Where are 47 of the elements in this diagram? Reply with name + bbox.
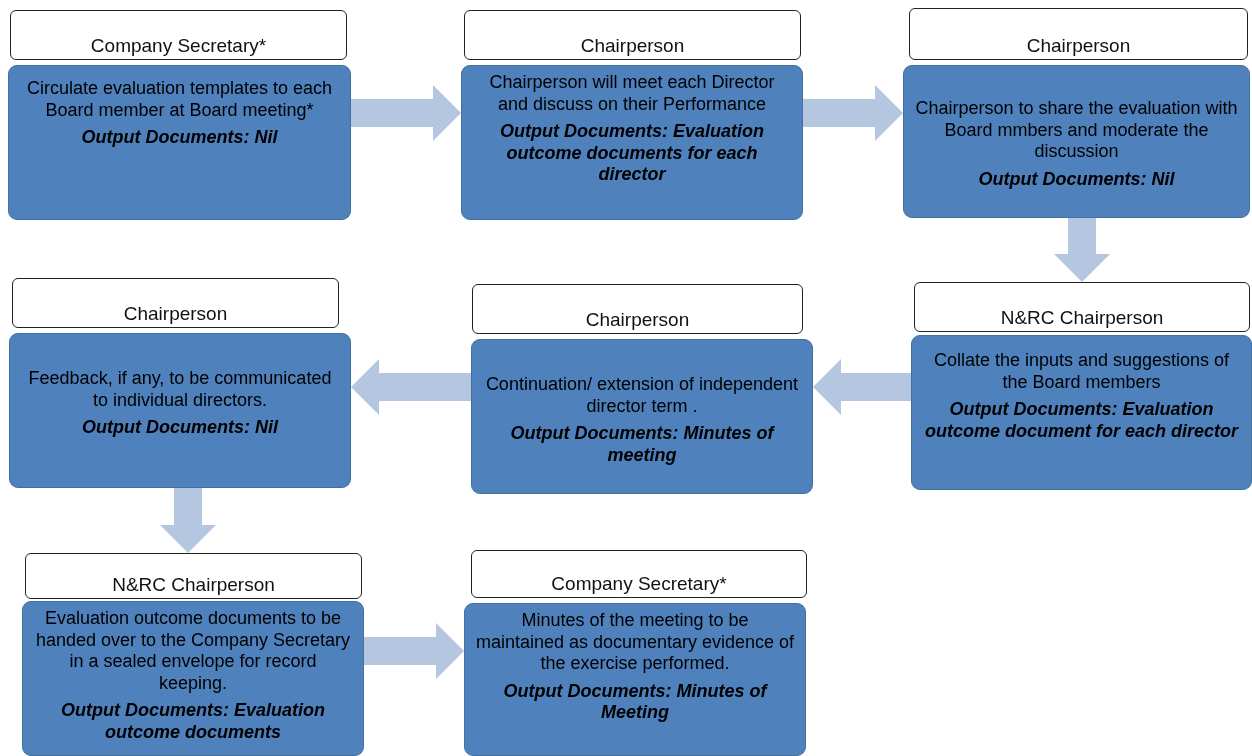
output-documents: Output Documents: Evaluation outcome documents for each director bbox=[499, 121, 765, 186]
output-documents: Output Documents: Evaluation outcome document for each director bbox=[923, 399, 1240, 443]
role-box bbox=[10, 10, 347, 60]
block-arrow bbox=[1054, 218, 1110, 282]
role-box bbox=[472, 284, 803, 334]
role-box bbox=[464, 10, 801, 60]
step-box bbox=[461, 65, 803, 220]
role-box bbox=[471, 550, 807, 598]
role-box bbox=[909, 8, 1248, 60]
role-title: Company Secretary* bbox=[90, 35, 267, 57]
output-documents: Output Documents: Nil bbox=[82, 417, 278, 439]
step-box bbox=[9, 333, 351, 488]
step-description: Feedback, if any, to be communicated to individual directors. bbox=[27, 368, 333, 412]
block-arrow bbox=[364, 623, 464, 679]
block-arrow bbox=[351, 359, 471, 415]
role-title: Chairperson bbox=[580, 35, 685, 57]
output-documents: Output Documents: Minutes of meeting bbox=[509, 423, 776, 467]
role-title: Chairperson bbox=[1026, 35, 1131, 57]
step-description: Continuation/ extension of independent director term . bbox=[484, 374, 800, 418]
role-box bbox=[914, 282, 1250, 332]
role-box bbox=[25, 553, 362, 599]
step-box bbox=[471, 339, 813, 494]
role-title: Chairperson bbox=[123, 303, 228, 325]
step-box bbox=[903, 65, 1250, 218]
role-title: N&RC Chairperson bbox=[1000, 307, 1164, 329]
block-arrow bbox=[803, 85, 903, 141]
output-documents: Output Documents: Minutes of Meeting bbox=[502, 680, 769, 724]
step-box bbox=[22, 601, 364, 756]
step-description: Chairperson to share the evaluation with Board mmbers and moderate the discussion bbox=[914, 98, 1239, 163]
role-title: N&RC Chairperson bbox=[112, 574, 275, 596]
step-description: Chairperson will meet each Director and discuss on their Performance bbox=[488, 72, 776, 116]
role-box bbox=[12, 278, 339, 328]
step-box bbox=[911, 335, 1252, 490]
block-arrow bbox=[813, 359, 911, 415]
step-description: Minutes of the meeting to be maintained as documentary evidence of the exercise performed. bbox=[475, 610, 795, 675]
block-arrow bbox=[160, 488, 216, 553]
step-description: Circulate evaluation templates to each Board member at Board meeting* bbox=[25, 78, 334, 122]
step-description: Collate the inputs and suggestions of the Board members bbox=[932, 350, 1231, 394]
output-documents: Output Documents: Evaluation outcome documents bbox=[60, 700, 326, 744]
step-description: Evaluation outcome documents to be handed over to the Company Secretary in a sealed envelope for record keeping. bbox=[34, 608, 352, 695]
output-documents: Output Documents: Nil bbox=[81, 127, 278, 149]
role-title: Company Secretary* bbox=[551, 573, 727, 595]
block-arrow bbox=[351, 85, 461, 141]
step-box bbox=[8, 65, 351, 220]
output-documents: Output Documents: Nil bbox=[978, 168, 1175, 191]
step-box bbox=[464, 603, 806, 756]
role-title: Chairperson bbox=[585, 309, 690, 331]
